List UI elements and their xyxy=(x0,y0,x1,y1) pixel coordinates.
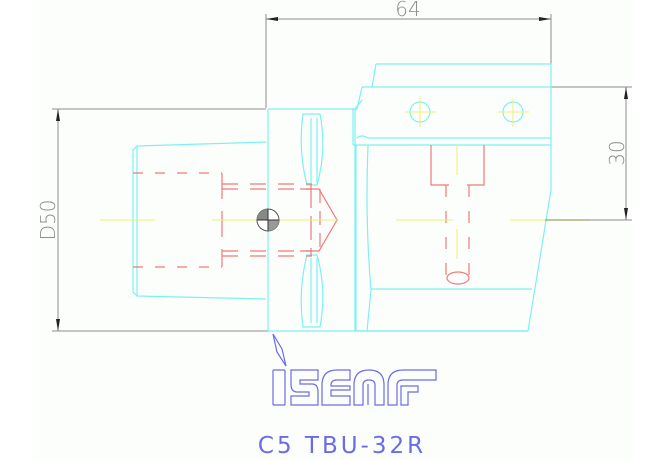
dimension-diameter-label: D50 xyxy=(36,200,60,241)
dimension-width-label: 64 xyxy=(395,0,420,21)
dimension-diameter xyxy=(52,108,268,332)
center-of-gravity-icon xyxy=(256,208,280,232)
center-lines xyxy=(100,98,545,259)
part-outline xyxy=(132,63,552,332)
drawing-title: C5 TBU-32R xyxy=(258,433,426,459)
brand-logo xyxy=(272,333,437,406)
hidden-lines xyxy=(133,145,485,285)
dimension-height-label: 30 xyxy=(605,140,629,165)
dimension-width xyxy=(265,14,552,108)
